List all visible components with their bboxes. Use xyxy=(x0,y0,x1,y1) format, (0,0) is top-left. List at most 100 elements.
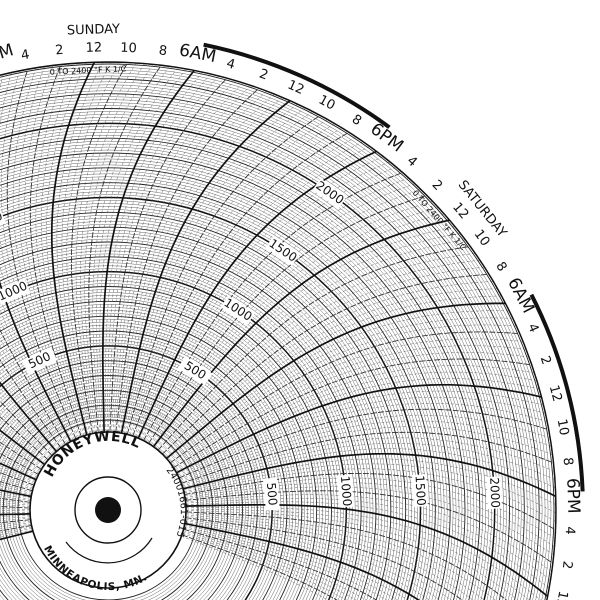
value-circle xyxy=(0,274,344,600)
value-circle xyxy=(0,324,294,600)
value-circle xyxy=(0,253,365,600)
value-circle xyxy=(0,209,409,600)
time-line-minor xyxy=(105,71,203,432)
time-line-minor xyxy=(129,123,335,436)
time-line-minor xyxy=(184,477,556,539)
time-line-minor xyxy=(185,510,519,600)
value-circle xyxy=(0,63,555,600)
value-circle xyxy=(0,143,475,600)
time-line xyxy=(173,358,532,468)
value-circle xyxy=(0,295,323,600)
value-circle xyxy=(0,75,543,600)
scale-label-bg xyxy=(312,178,347,209)
value-circle xyxy=(0,307,311,600)
time-line xyxy=(115,87,260,433)
time-line-minor xyxy=(185,501,550,589)
value-circle xyxy=(8,410,208,600)
time-line-minor xyxy=(183,458,557,505)
value-circle xyxy=(0,170,448,600)
time-line-minor xyxy=(125,111,313,435)
time-line-minor xyxy=(144,177,409,442)
time-line-minor xyxy=(0,74,73,441)
time-line-minor xyxy=(92,66,170,433)
value-circle xyxy=(0,117,501,600)
time-line xyxy=(109,77,228,433)
time-line-major xyxy=(176,383,542,474)
center-hole-icon xyxy=(95,497,121,523)
time-label: 10 xyxy=(316,93,338,114)
time-line-minor xyxy=(171,345,527,466)
time-label: 8 xyxy=(560,457,576,467)
time-line-minor xyxy=(168,317,514,461)
time-label: 2 xyxy=(55,43,65,59)
time-line-minor xyxy=(0,309,69,444)
time-line-minor xyxy=(75,62,137,434)
scale-label-bg xyxy=(486,476,503,510)
time-label: 4 xyxy=(562,526,577,535)
value-circle xyxy=(0,289,329,600)
time-line xyxy=(157,246,471,451)
time-line xyxy=(0,400,53,456)
scale-label-bg xyxy=(22,347,58,374)
value-circle xyxy=(0,238,380,600)
time-line-minor xyxy=(124,107,306,434)
value-circle xyxy=(0,66,552,600)
value-circle xyxy=(0,200,418,600)
time-line-minor xyxy=(0,72,74,441)
value-circle xyxy=(0,203,415,600)
time-line-minor xyxy=(0,377,58,451)
time-line-minor xyxy=(133,136,357,437)
value-circle xyxy=(11,413,205,600)
value-circle xyxy=(0,315,303,600)
time-line-minor xyxy=(80,63,145,434)
value-circle xyxy=(0,78,540,600)
time-line-minor xyxy=(0,320,68,444)
time-line-minor xyxy=(178,403,548,477)
time-line-minor xyxy=(118,93,275,433)
value-circle xyxy=(0,357,261,600)
value-circle xyxy=(0,206,412,600)
time-line-minor xyxy=(111,80,236,433)
time-line-minor xyxy=(12,67,78,439)
value-circle xyxy=(0,387,231,600)
value-circle xyxy=(0,173,445,600)
time-line-minor xyxy=(177,390,544,475)
value-circle xyxy=(0,211,407,600)
time-line-minor xyxy=(116,90,267,433)
day-label: SUNDAY xyxy=(67,22,121,39)
time-line-minor xyxy=(139,156,384,439)
time-line-minor xyxy=(184,468,557,522)
time-line-minor xyxy=(155,232,461,449)
value-circle xyxy=(0,129,489,600)
value-circle xyxy=(14,416,202,600)
time-line-major xyxy=(0,280,72,442)
time-line-minor xyxy=(185,486,554,556)
time-line-minor xyxy=(154,226,456,448)
value-circle-major xyxy=(0,122,496,600)
value-circle xyxy=(0,363,255,600)
value-circle xyxy=(0,384,234,600)
time-line xyxy=(132,131,350,437)
time-line-major xyxy=(120,99,291,434)
time-line-minor xyxy=(185,516,474,600)
value-circle xyxy=(0,182,436,600)
time-line-minor xyxy=(0,392,55,454)
time-line-minor xyxy=(185,521,430,600)
value-circle xyxy=(0,300,318,600)
value-circle xyxy=(0,137,481,600)
value-circle xyxy=(0,108,510,600)
daytime-bar xyxy=(203,42,391,129)
value-circle xyxy=(0,280,338,600)
time-line-minor xyxy=(182,443,556,487)
value-circle xyxy=(17,419,199,600)
time-line-minor xyxy=(186,507,541,600)
time-line-minor xyxy=(0,387,56,453)
time-line-minor xyxy=(114,85,252,433)
scale-label: 1500 xyxy=(0,209,5,234)
value-circle xyxy=(0,336,282,600)
time-line-minor xyxy=(0,412,50,459)
time-label-major: 6PM xyxy=(562,478,583,514)
time-line-minor xyxy=(131,127,343,436)
